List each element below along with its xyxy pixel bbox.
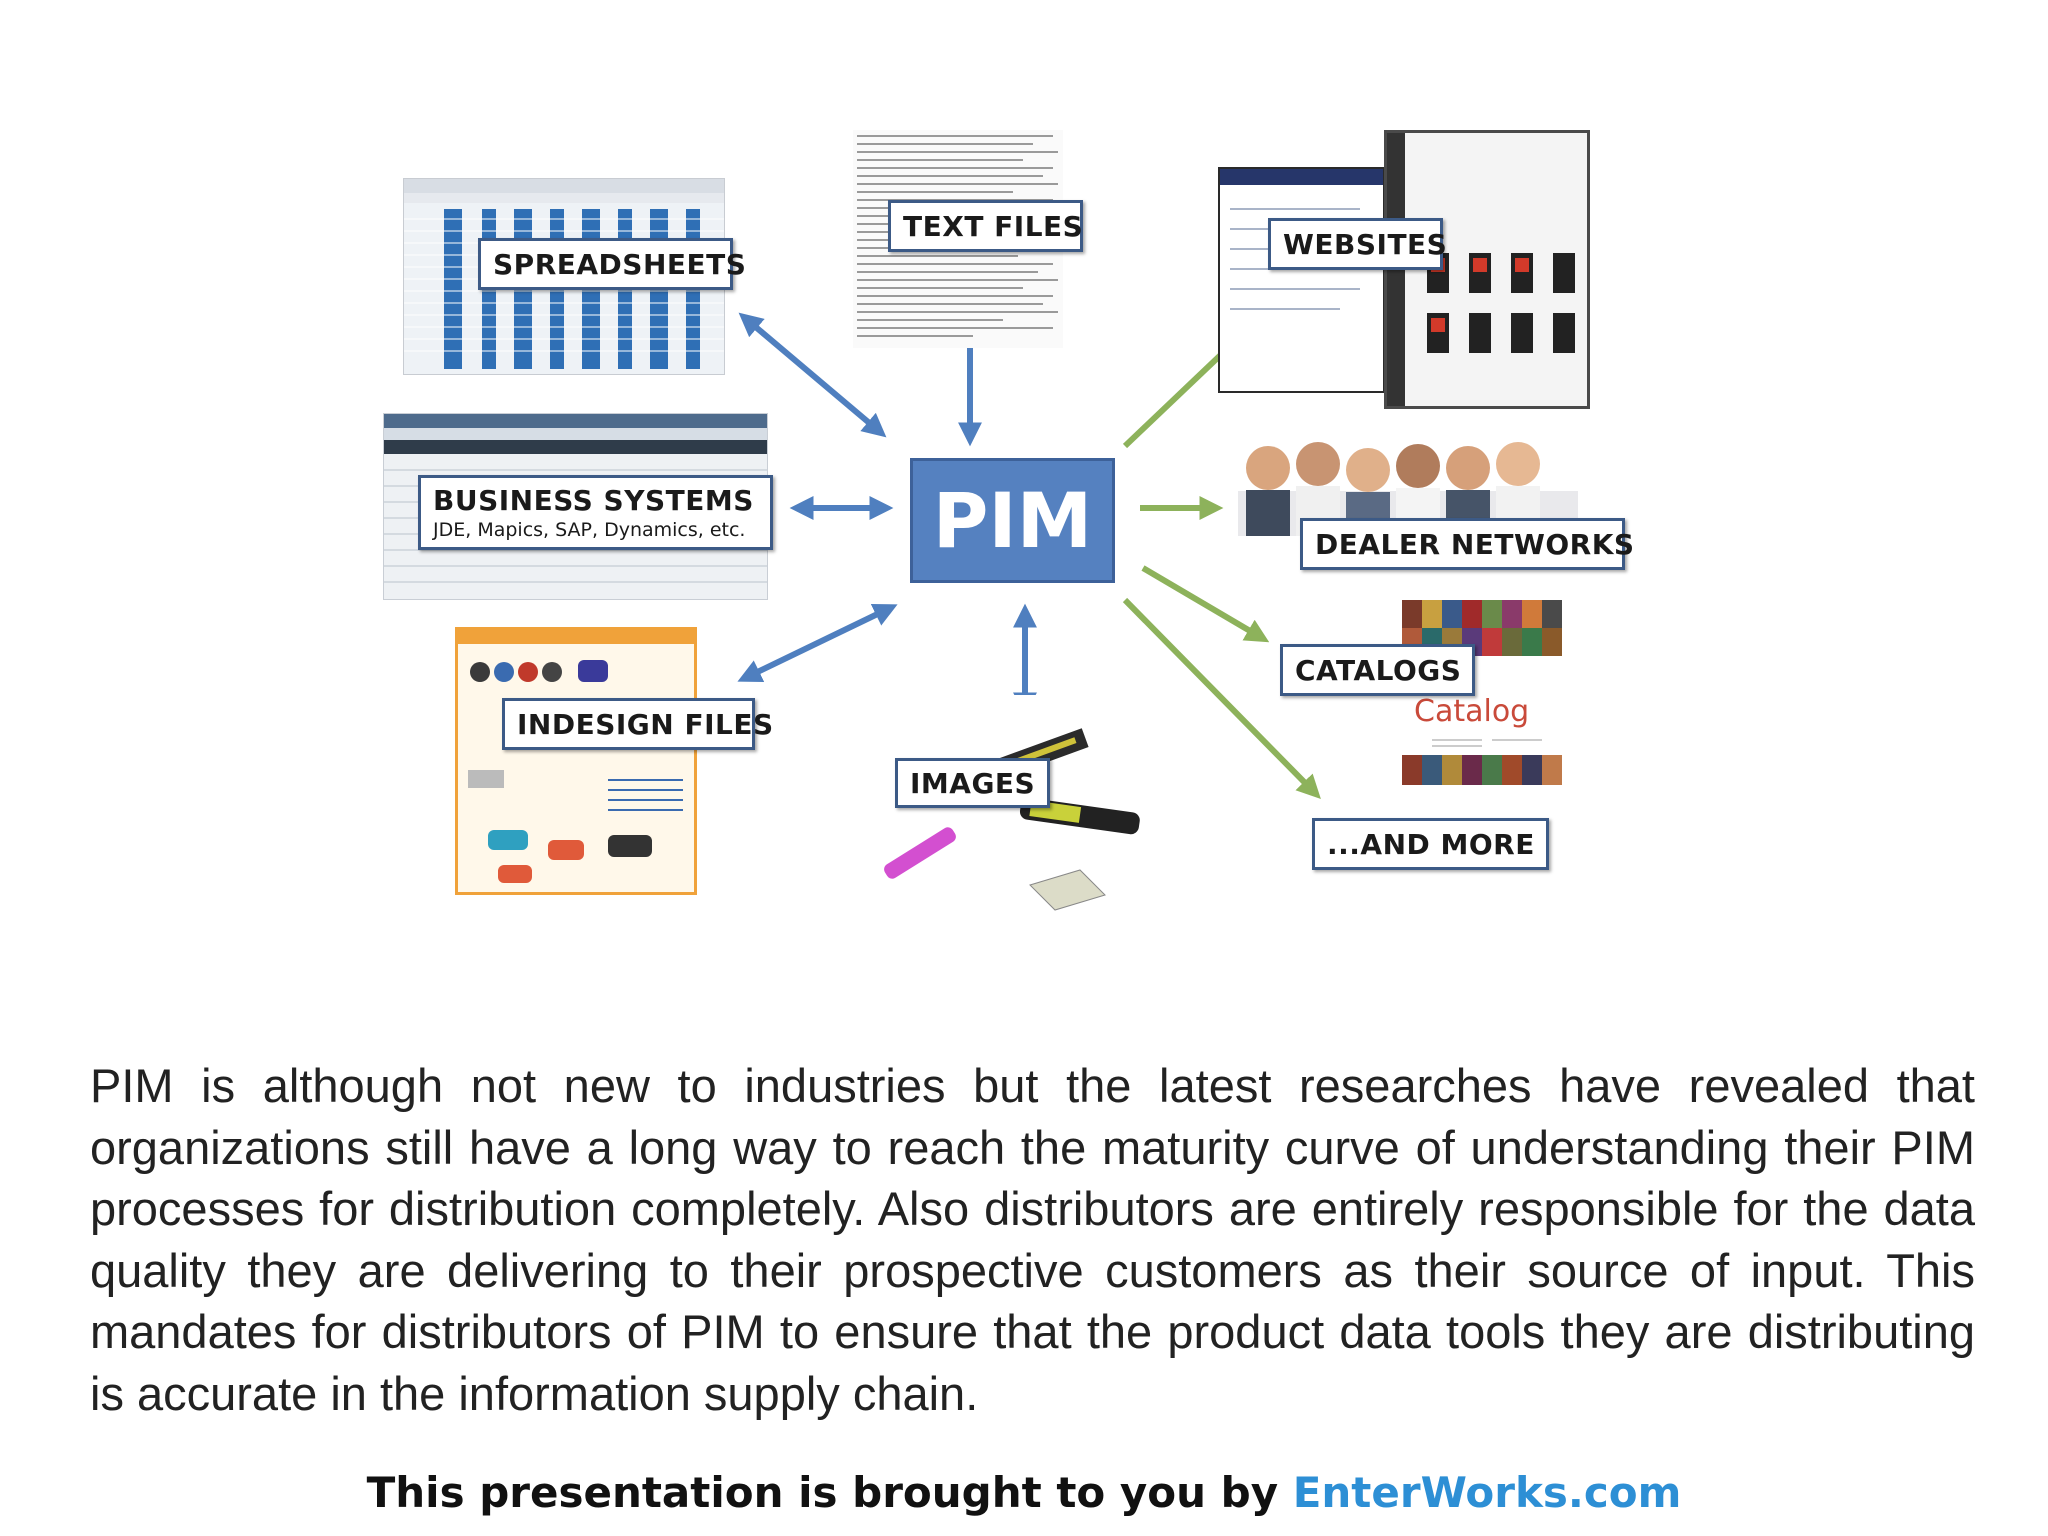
pim-label: PIM	[932, 476, 1093, 565]
label-catalogs: CATALOGS	[1280, 644, 1475, 696]
arrow-and-more	[1122, 597, 1321, 799]
catalog-mosaic	[1402, 600, 1562, 785]
label-indesign-files-text: INDESIGN FILES	[517, 707, 774, 741]
label-indesign-files: INDESIGN FILES	[502, 698, 774, 750]
website-graphic-back	[1220, 169, 1383, 310]
pim-center-box: PIM	[910, 458, 1115, 583]
pim-diagram: Catalog PIM SPREADSHEETS TEXT FILES BUSI…	[383, 130, 1635, 935]
label-text-files-text: TEXT FILES	[903, 209, 1084, 243]
arrow-indesign-files	[737, 603, 898, 683]
label-business-systems-sub: JDE, Mapics, SAP, Dynamics, etc.	[433, 519, 746, 541]
footer-link[interactable]: EnterWorks.com	[1292, 1468, 1682, 1517]
label-websites-text: WEBSITES	[1283, 227, 1448, 261]
indesign-image	[455, 627, 697, 895]
indesign-graphic	[458, 630, 694, 883]
label-images-text: IMAGES	[910, 766, 1036, 800]
label-websites: WEBSITES	[1268, 218, 1448, 270]
footer-prefix: This presentation is brought to you by	[366, 1468, 1293, 1517]
label-dealer-networks: DEALER NETWORKS	[1300, 518, 1635, 570]
catalog-cover-title: Catalog	[1414, 694, 1530, 729]
arrow-spreadsheets	[738, 312, 887, 438]
body-paragraph: PIM is although not new to industries bu…	[90, 1059, 1975, 1420]
label-spreadsheets-text: SPREADSHEETS	[493, 247, 747, 281]
label-catalogs-text: CATALOGS	[1295, 653, 1462, 687]
arrow-catalogs	[1141, 565, 1270, 643]
label-text-files: TEXT FILES	[888, 200, 1083, 252]
label-spreadsheets: SPREADSHEETS	[478, 238, 747, 290]
label-dealer-networks-text: DEALER NETWORKS	[1315, 527, 1635, 561]
tools-graphic	[884, 728, 1140, 911]
label-and-more-text: ...AND MORE	[1327, 827, 1535, 861]
label-and-more: ...AND MORE	[1312, 818, 1549, 870]
tools-image	[870, 695, 1160, 935]
website-image	[1218, 167, 1385, 393]
label-images: IMAGES	[895, 758, 1050, 808]
label-business-systems: BUSINESS SYSTEMS JDE, Mapics, SAP, Dynam…	[418, 475, 773, 550]
footer-credit: This presentation is brought to you by E…	[0, 1468, 2048, 1517]
label-business-systems-text: BUSINESS SYSTEMS	[433, 484, 754, 517]
